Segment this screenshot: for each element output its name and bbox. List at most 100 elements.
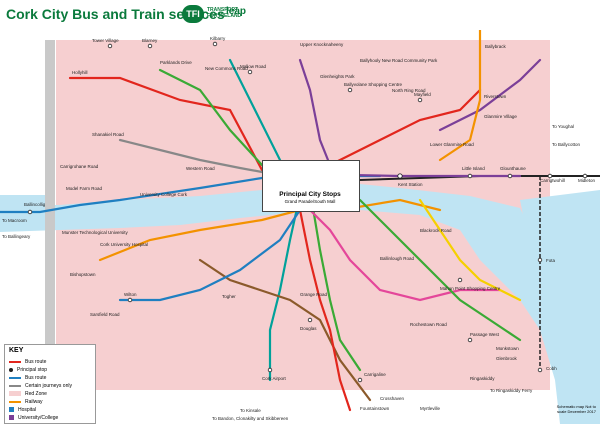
label-passage: Passage West xyxy=(470,332,500,337)
stop-blarney[interactable] xyxy=(147,43,153,49)
stop-ballyvolane[interactable] xyxy=(347,87,353,93)
label-fountainstown: Fountainstown xyxy=(360,406,390,411)
river-lee xyxy=(0,183,600,424)
label-parklands: Parklands Drive xyxy=(160,60,192,65)
label-ballincollig: Ballincollig xyxy=(24,202,46,207)
stop-carrigaline[interactable] xyxy=(357,377,363,383)
map-key: KEY Bus route Principal stop Bus route C… xyxy=(4,344,96,424)
stop-glounthaune[interactable] xyxy=(507,173,513,179)
label-mallow: Mallow Road xyxy=(240,64,267,69)
label-mtu: Munster Technological University xyxy=(62,230,128,235)
key-label: Hospital xyxy=(18,407,37,413)
key-label: Bus route xyxy=(25,359,47,365)
key-label: Red Zone xyxy=(25,391,47,397)
principal-stops-label: Principal City Stops xyxy=(279,191,341,198)
key-label: Certain journeys only xyxy=(25,383,72,389)
stop-kent[interactable] xyxy=(397,173,403,179)
route-green-east xyxy=(358,198,522,342)
label-lower-glanmire: Lower Glanmire Road xyxy=(430,142,474,147)
label-ballyvolane: Ballyvolane Shopping Centre xyxy=(344,82,403,87)
label-ballybrack: Ballybrack xyxy=(485,44,507,49)
certain-journeys-icon xyxy=(9,384,21,387)
railway-swatch-icon xyxy=(9,400,21,403)
key-label: University/College xyxy=(18,415,59,421)
route-red-south xyxy=(298,208,352,412)
hospital-icon xyxy=(9,407,14,413)
key-row-bus-route: Bus route xyxy=(9,359,46,365)
label-mayfield: Mayfield xyxy=(414,92,431,97)
label-shanakiel: Shanakiel Road xyxy=(92,132,124,137)
stop-wilton[interactable] xyxy=(127,297,133,303)
key-row-principal-stop: Principal stop xyxy=(9,367,47,373)
stop-carrigtwohill[interactable] xyxy=(547,173,553,179)
stop-mayfield[interactable] xyxy=(417,97,423,103)
label-blarney: Blarney xyxy=(142,38,158,43)
stop-cobh[interactable] xyxy=(537,367,543,373)
stop-midleton[interactable] xyxy=(582,173,588,179)
stops xyxy=(27,41,588,383)
label-macroom: To Macroom xyxy=(2,218,27,223)
route-pink xyxy=(308,208,502,302)
west-water xyxy=(0,195,55,205)
key-label: Principal stop xyxy=(17,367,48,373)
label-model-farm: Model Farm Road xyxy=(66,186,103,191)
schematic-note: Schematic map Not to scale December 2017 xyxy=(556,404,596,414)
stop-mallow[interactable] xyxy=(247,69,253,75)
label-ballyhooly: Ballyhooly New Road Community Park xyxy=(360,58,438,63)
label-fota: Fota xyxy=(546,258,556,263)
route-blue-south xyxy=(118,208,302,302)
label-sarsfield: Sarsfield Road xyxy=(90,312,120,317)
label-myrtleville: Myrtleville xyxy=(420,406,440,411)
stop-little-island[interactable] xyxy=(467,173,473,179)
red-zone-swatch-icon xyxy=(9,391,21,397)
principal-stops-box[interactable] xyxy=(262,160,360,212)
title-city: Cork City xyxy=(6,6,69,22)
label-cobh: Cobh xyxy=(546,366,557,371)
label-crosshaven: Crosshaven xyxy=(380,396,405,401)
tfi-logo-icon: TFI xyxy=(182,5,204,23)
label-monkstown: Monkstown xyxy=(496,346,519,351)
route-brown xyxy=(198,258,372,402)
label-hollyhill: Hollyhill xyxy=(72,70,88,75)
label-rochestown: Rochestown Road xyxy=(410,322,447,327)
label-youghal: To Youghal xyxy=(552,124,574,129)
label-ballingeary: To Ballingeary xyxy=(2,234,31,239)
label-glenheights: Glenheights Park xyxy=(320,74,355,79)
key-row-university: University/College xyxy=(9,415,58,421)
label-douglas: Douglas xyxy=(300,326,317,331)
label-ballinlough: Ballinlough Road xyxy=(380,256,415,261)
key-title: KEY xyxy=(9,347,24,354)
route-grey xyxy=(118,138,264,174)
label-ferry: To Ringaskiddy Ferry xyxy=(490,388,533,393)
label-midleton: Midleton xyxy=(578,178,596,183)
stop-passage[interactable] xyxy=(467,337,473,343)
stop-airport[interactable] xyxy=(267,367,273,373)
stop-mahon[interactable] xyxy=(457,277,463,283)
label-carrigtwohill: Carrigtwohill xyxy=(540,178,565,183)
label-north-ring: North Ring Road xyxy=(392,88,426,93)
grey-strip xyxy=(45,40,55,370)
stop-douglas[interactable] xyxy=(307,317,313,323)
principal-stops-sub: Grand Parade/South Mall xyxy=(284,199,336,204)
label-glanmire: Glanmire Village xyxy=(484,114,517,119)
stop-fota[interactable] xyxy=(537,257,543,263)
stop-tower[interactable] xyxy=(107,43,113,49)
label-kilbarry: Kilbarry xyxy=(210,36,226,41)
stop-kilbarry[interactable] xyxy=(212,41,218,47)
label-wilton: Wilton xyxy=(124,292,137,297)
label-tower: Tower Village xyxy=(92,38,119,43)
label-upper-knocknaheeny: Upper Knocknaheeny xyxy=(300,42,344,47)
label-little-island: Little Island xyxy=(462,166,485,171)
label-western: Western Road xyxy=(186,166,215,171)
label-glounthaune: Glounthaune xyxy=(500,166,526,171)
key-label: Bus route xyxy=(25,375,47,381)
stop-ballincollig[interactable] xyxy=(27,209,33,215)
label-bandon: To Bandon, Clonakilty and Skibbereen xyxy=(212,416,289,421)
label-ballycotton: To Ballycotton xyxy=(552,142,581,147)
label-kinsale: To Kinsale xyxy=(240,408,261,413)
label-grange: Grange Road xyxy=(300,292,328,297)
label-newcommons: New Commons Road xyxy=(205,66,248,71)
label-kent: Kent Station xyxy=(398,182,423,187)
